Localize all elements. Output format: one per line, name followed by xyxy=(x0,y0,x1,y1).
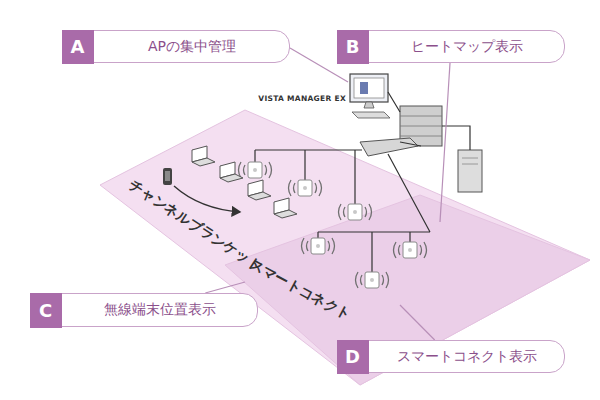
feature-callout: Bヒートマップ表示 xyxy=(337,30,565,63)
callout-text: 無線端末位置表示 xyxy=(63,294,257,326)
callout-text: スマートコネクト表示 xyxy=(370,341,564,372)
product-label: VISTA MANAGER EX xyxy=(258,94,346,103)
callout-letter: B xyxy=(337,30,369,64)
feature-callout: C無線端末位置表示 xyxy=(30,293,258,327)
callout-letter: D xyxy=(337,340,369,374)
feature-callout: Dスマートコネクト表示 xyxy=(337,340,565,373)
callout-letter: A xyxy=(62,30,94,64)
feature-callout: AAPの集中管理 xyxy=(62,30,290,63)
callout-text: APの集中管理 xyxy=(95,31,289,62)
callout-text: ヒートマップ表示 xyxy=(370,31,564,62)
callout-letter: C xyxy=(30,293,62,328)
